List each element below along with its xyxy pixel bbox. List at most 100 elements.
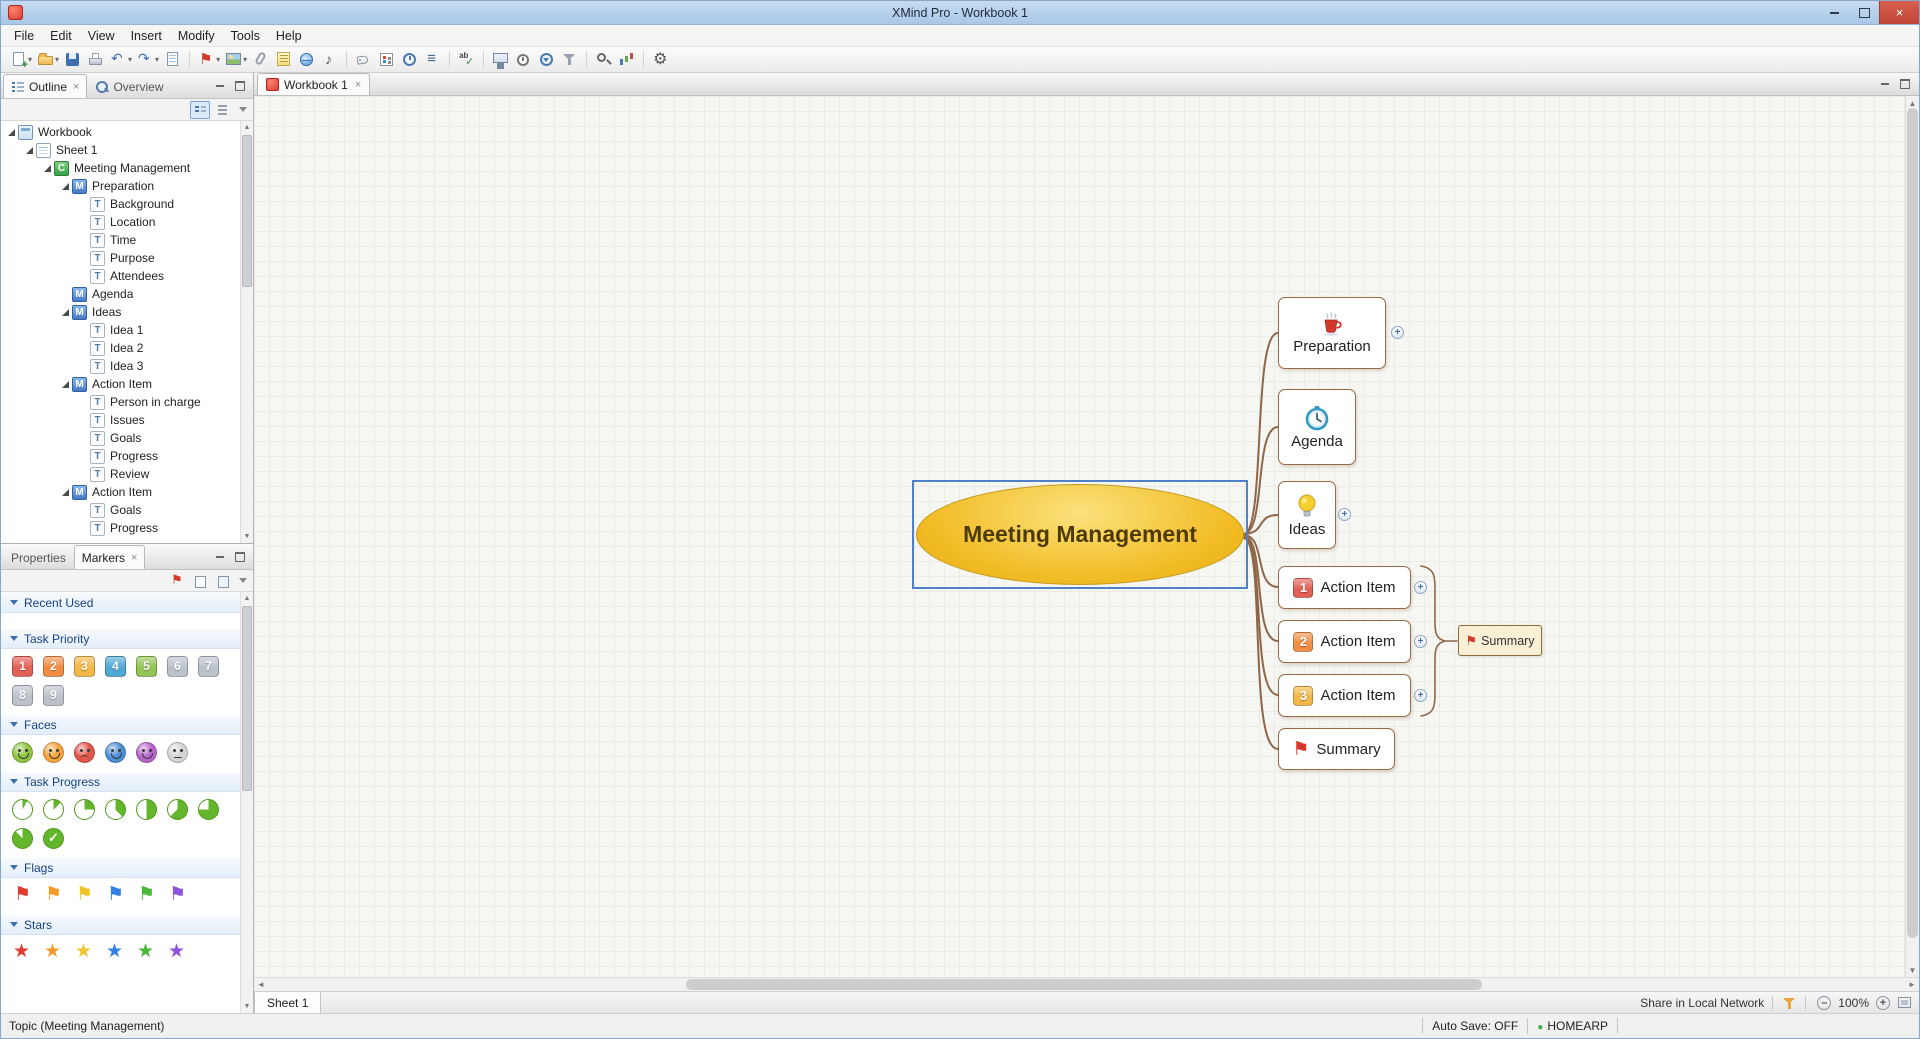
toolbar-button[interactable] — [61, 49, 84, 70]
dropdown-arrow-icon[interactable]: ▾ — [128, 55, 132, 64]
priority-9-marker-icon[interactable]: 9 — [43, 685, 64, 706]
filter-icon[interactable] — [1781, 995, 1797, 1011]
7oct-progress-marker-icon[interactable] — [12, 828, 33, 849]
panel-minimize-button[interactable] — [211, 78, 229, 93]
toolbar-button[interactable] — [375, 49, 398, 70]
section-faces[interactable]: Faces — [1, 714, 240, 735]
topic-summary[interactable]: ⚑ Summary — [1278, 728, 1395, 770]
dropdown-arrow-icon[interactable]: ▾ — [155, 55, 159, 64]
toolbar-button[interactable] — [489, 49, 512, 70]
topic-action-item-2[interactable]: 2 Action Item — [1278, 620, 1411, 663]
priority-7-marker-icon[interactable]: 7 — [198, 656, 219, 677]
expand-caret-icon[interactable] — [7, 127, 18, 137]
expand-caret-icon[interactable] — [61, 181, 72, 191]
canvas-horizontal-scrollbar[interactable]: ◄ ► — [254, 977, 1919, 991]
outline-tree-item[interactable]: Ideas — [1, 303, 240, 321]
scrollbar-thumb[interactable] — [1907, 108, 1918, 938]
priority-5-marker-icon[interactable]: 5 — [136, 656, 157, 677]
oct-progress-marker-icon[interactable] — [43, 799, 64, 820]
menu-item[interactable]: Insert — [123, 26, 170, 46]
toolbar-button[interactable] — [249, 49, 272, 70]
star-red-marker-icon[interactable] — [12, 942, 33, 963]
list-view-button[interactable] — [213, 101, 233, 119]
flag-blue-marker-icon[interactable] — [105, 885, 126, 906]
expand-caret-icon[interactable] — [25, 145, 36, 155]
view-menu-icon[interactable] — [239, 578, 247, 583]
expand-caret-icon[interactable] — [61, 307, 72, 317]
title-bar[interactable]: XMind Pro - Workbook 1 × — [1, 1, 1919, 25]
priority-3-marker-icon[interactable]: 3 — [74, 656, 95, 677]
outline-tree-item[interactable]: Purpose — [1, 249, 240, 267]
expand-caret-icon[interactable] — [43, 163, 54, 173]
toolbar-button[interactable] — [295, 49, 318, 70]
toolbar-button[interactable]: ▾ — [195, 49, 222, 70]
section-flags[interactable]: Flags — [1, 857, 240, 878]
scroll-up-icon[interactable]: ▲ — [241, 592, 253, 605]
boring-face-marker-icon[interactable] — [167, 742, 188, 763]
scroll-left-icon[interactable]: ◄ — [254, 978, 268, 991]
menu-item[interactable]: File — [6, 26, 42, 46]
scrollbar-thumb[interactable] — [242, 606, 252, 791]
priority-1-marker-icon[interactable]: 1 — [12, 656, 33, 677]
close-button[interactable]: × — [1879, 1, 1919, 24]
toolbar-button[interactable] — [318, 49, 341, 70]
3quar-progress-marker-icon[interactable] — [198, 799, 219, 820]
collapse-plus-button[interactable] — [1414, 581, 1427, 594]
zoom-out-button[interactable]: – — [1817, 996, 1831, 1010]
sheet-tab[interactable]: Sheet 1 — [254, 992, 321, 1013]
angry-face-marker-icon[interactable] — [74, 742, 95, 763]
priority-2-marker-icon[interactable]: 2 — [43, 656, 64, 677]
section-recent-used[interactable]: Recent Used — [1, 592, 240, 613]
menu-item[interactable]: Edit — [42, 26, 80, 46]
priority-8-marker-icon[interactable]: 8 — [12, 685, 33, 706]
export-markers-button[interactable] — [213, 572, 233, 590]
tree-view-button[interactable] — [190, 101, 210, 119]
expand-caret-icon[interactable] — [61, 379, 72, 389]
topic-agenda[interactable]: Agenda — [1278, 389, 1356, 465]
toolbar-button[interactable] — [398, 49, 421, 70]
panel-minimize-button[interactable] — [211, 549, 229, 564]
close-tab-icon[interactable]: × — [131, 552, 137, 564]
outline-tree-item[interactable]: Goals — [1, 429, 240, 447]
outline-tree-item[interactable]: Issues — [1, 411, 240, 429]
outline-tree-item[interactable]: Preparation — [1, 177, 240, 195]
collapse-plus-button[interactable] — [1414, 635, 1427, 648]
star-blue-marker-icon[interactable] — [105, 942, 126, 963]
tab-workbook-1[interactable]: Workbook 1 × — [257, 73, 370, 95]
marker-manage-button[interactable] — [167, 572, 187, 590]
outline-tree-item[interactable]: Action Item — [1, 375, 240, 393]
outline-tree-item[interactable]: Time — [1, 231, 240, 249]
start-progress-marker-icon[interactable] — [12, 799, 33, 820]
topic-action-item-1[interactable]: 1 Action Item — [1278, 566, 1411, 609]
star-orange-marker-icon[interactable] — [43, 942, 64, 963]
markers-scrollbar[interactable]: ▲ ▼ — [240, 592, 253, 1013]
star-yellow-marker-icon[interactable] — [74, 942, 95, 963]
outline-tree-item[interactable]: Idea 1 — [1, 321, 240, 339]
scroll-down-icon[interactable]: ▼ — [241, 1000, 253, 1013]
expand-caret-icon[interactable] — [61, 487, 72, 497]
toolbar-button[interactable]: ▾ — [34, 49, 61, 70]
zoom-in-button[interactable]: + — [1876, 996, 1890, 1010]
star-green-marker-icon[interactable] — [136, 942, 157, 963]
outline-tree-item[interactable]: Progress — [1, 519, 240, 537]
maximize-button[interactable] — [1849, 1, 1879, 24]
quarter-progress-marker-icon[interactable] — [74, 799, 95, 820]
close-tab-icon[interactable]: × — [355, 79, 361, 91]
panel-maximize-button[interactable] — [231, 78, 249, 93]
cry-face-marker-icon[interactable] — [105, 742, 126, 763]
close-tab-icon[interactable]: × — [73, 81, 79, 93]
outline-tree-item[interactable]: Progress — [1, 447, 240, 465]
outline-scrollbar[interactable]: ▲ ▼ — [240, 121, 253, 543]
menu-item[interactable]: Tools — [223, 26, 268, 46]
priority-4-marker-icon[interactable]: 4 — [105, 656, 126, 677]
editor-minimize-button[interactable] — [1876, 77, 1894, 92]
section-task-progress[interactable]: Task Progress — [1, 771, 240, 792]
flag-red-marker-icon[interactable] — [12, 885, 33, 906]
outline-tree-item[interactable]: Person in charge — [1, 393, 240, 411]
toolbar-button[interactable] — [649, 49, 672, 70]
dropdown-arrow-icon[interactable]: ▾ — [243, 55, 247, 64]
menu-item[interactable]: Help — [268, 26, 310, 46]
menu-item[interactable]: View — [80, 26, 123, 46]
flag-orange-marker-icon[interactable] — [43, 885, 64, 906]
flag-yellow-marker-icon[interactable] — [74, 885, 95, 906]
